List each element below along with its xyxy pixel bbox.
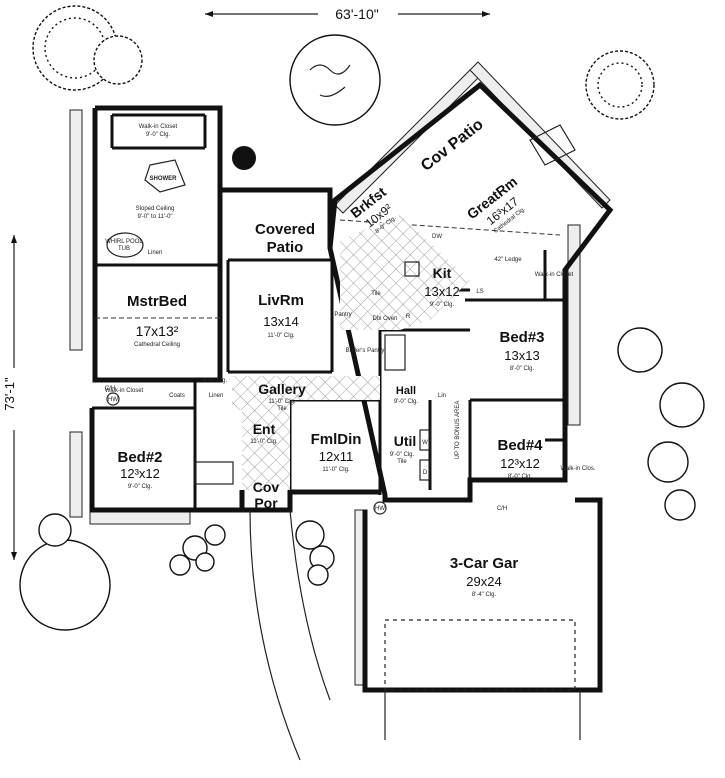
room-util: Util 9'-0" Clg. Tile (390, 433, 416, 465)
bed3-label: Bed#3 (499, 329, 544, 346)
ch-label: C/H (105, 386, 115, 392)
bed4-label: Bed#4 (497, 437, 543, 454)
fmldin-ceiling: 11'-0" Clg. (322, 467, 350, 473)
fixtures (106, 124, 581, 761)
bed3-ceiling: 8'-0" Clg. (510, 366, 535, 372)
bed2-size: 12³x12 (120, 466, 160, 481)
mstrbed-ceiling: Cathedral Ceiling (134, 342, 180, 348)
cov-por-label-1: Cov (253, 479, 280, 495)
bed2-ceiling: 9'-0" Clg. (128, 484, 153, 490)
dbl-oven-label: Dbl Oven (372, 316, 397, 322)
util-label: Util (394, 433, 417, 449)
gallery-label: Gallery (258, 381, 306, 397)
bed4-ceiling: 8'-0" Clg. (508, 474, 533, 480)
livrm-size: 13x14 (263, 314, 298, 329)
ref-label: R (406, 314, 411, 320)
livrm-label: LivRm (258, 292, 304, 309)
walkin-closet-master: Walk-in Closet (139, 124, 178, 130)
butlers-pantry: Butler's Pantry (346, 348, 385, 354)
hall-ceiling: 9'-0" Clg. (394, 399, 419, 405)
bed2-label: Bed#2 (117, 449, 162, 466)
room-bed2: Bed#2 12³x12 9'-0" Clg. (117, 449, 162, 490)
fmldin-label: FmlDin (311, 431, 362, 448)
bed4-size: 12³x12 (500, 456, 540, 471)
room-mstrbed: MstrBed 17x13² Cathedral Ceiling (127, 293, 187, 348)
room-gallery: Gallery 11'-0" Clg. Tile (258, 381, 306, 412)
room-hall: Hall 9'-0" Clg. (394, 385, 419, 405)
ls-label: LS (476, 289, 483, 295)
util-floor: Tile (397, 459, 407, 465)
room-livrm: LivRm 13x14 11'-0" Clg. (258, 292, 304, 339)
room-fmldin: FmlDin 12x11 11'-0" Clg. (311, 431, 362, 473)
room-greatrm: GreatRm 16³x17 Cathedral Clg. (464, 173, 527, 235)
tile-label: Tile (371, 291, 381, 297)
up-to-bonus: UP TO BONUS AREA (455, 401, 461, 460)
bed3-size: 13x13 (504, 348, 539, 363)
sloped-ceiling: Sloped Ceiling (136, 206, 175, 212)
linen-bed2: Linen (209, 393, 224, 399)
walkin-closet-bed3: Walk-in Closet (535, 272, 574, 278)
room-cov-por: Cov Por (253, 479, 280, 511)
gallery-ceiling: 11'-0" Clg. (268, 399, 296, 405)
washer-label: W (422, 440, 428, 446)
hedges (69, 61, 611, 686)
depth-dimension: 73'-1" (2, 235, 24, 560)
util-ceiling: 9'-0" Clg. (390, 452, 415, 458)
walkin-closet-bed4: Walk-in Clos. (560, 466, 595, 472)
covered-patio-label-1: Covered (255, 221, 315, 238)
room-bed4: Bed#4 12³x12 8'-0" Clg. (497, 437, 543, 480)
cov-por-label-2: Por (254, 495, 278, 511)
dw-label: DW (432, 234, 442, 240)
walkin-closet-bed2: Walk-in Closet (105, 388, 144, 394)
dryer-label: D (423, 470, 428, 476)
landscaping (19, 5, 705, 631)
kit-label: Kit (433, 265, 452, 281)
room-kit: Kit 13x12 9'-0" Clg. (424, 265, 459, 308)
shower-label: SHOWER (150, 176, 178, 182)
garage-label: 3-Car Gar (450, 555, 519, 572)
ceiling-9-label: 9'-0" Clg. (203, 378, 228, 384)
hall-label: Hall (396, 385, 416, 397)
ent-label: Ent (253, 421, 276, 437)
garage-size: 29x24 (466, 574, 501, 589)
room-ent: Ent 11'-0" Clg. (250, 421, 278, 445)
tub-label: TUB (118, 246, 130, 252)
gallery-floor: Tile (277, 406, 287, 412)
exterior-walls (89, 81, 614, 693)
width-dimension: 63'-10" (205, 4, 490, 22)
ledge-label: 42" Ledge (494, 257, 522, 263)
walkin-closet-master-clg: 9'-0" Clg. (146, 132, 171, 138)
coats-label: Coats (169, 393, 185, 399)
garage-ceiling: 8'-4" Clg. (472, 592, 497, 598)
room-garage: 3-Car Gar 29x24 8'-4" Clg. (450, 555, 519, 598)
depth-label: 73'-1" (2, 377, 17, 411)
mstrbed-size: 17x13² (136, 323, 179, 339)
lin-label: Lin (438, 393, 446, 399)
ch2-label: C/H (497, 506, 507, 512)
mstrbed-label: MstrBed (127, 293, 187, 310)
room-covered-patio: Covered Patio (255, 221, 315, 256)
fmldin-size: 12x11 (319, 449, 353, 464)
linen-master: Linen (148, 250, 163, 256)
annotations: Walk-in Closet 9'-0" Clg. SHOWER Sloped … (105, 124, 596, 512)
hw-label: HW (108, 397, 118, 403)
gallery-tile-floor (232, 376, 380, 490)
width-label: 63'-10" (335, 6, 378, 22)
kit-ceiling: 9'-0" Clg. (430, 302, 455, 308)
kit-size: 13x12 (424, 284, 459, 299)
pantry-label: Pantry (334, 312, 351, 318)
ent-ceiling: 11'-0" Clg. (250, 439, 278, 445)
sloped-ceiling-range: 9'-0" to 11'-0" (137, 214, 172, 220)
livrm-ceiling: 11'-0" Clg. (267, 333, 295, 339)
whirlpool-label: WHIRL POOL (105, 239, 143, 245)
room-bed3: Bed#3 13x13 8'-0" Clg. (499, 329, 544, 372)
covered-patio-label-2: Patio (267, 239, 304, 256)
hw-garage-label: HW (375, 506, 385, 512)
